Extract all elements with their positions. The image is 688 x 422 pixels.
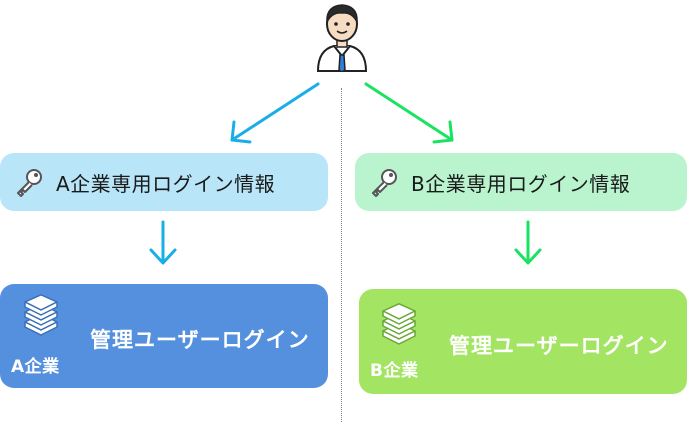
company-a-login-info-box: A企業専用ログイン情報 (0, 153, 328, 211)
arrow-to-company-a (230, 82, 320, 144)
database-stack-icon (381, 303, 417, 345)
company-a-label: A企業 (11, 357, 60, 377)
key-icon (14, 167, 44, 197)
database-stack-icon (23, 294, 59, 336)
person-icon (312, 0, 372, 72)
arrow-down-company-a (149, 220, 177, 265)
company-b-label: B企業 (370, 361, 419, 381)
company-b-login-info-box: B企業専用ログイン情報 (355, 153, 687, 211)
company-a-admin-login-label: 管理ユーザーログイン (90, 328, 310, 352)
company-b-admin-login-box: B企業 管理ユーザーログイン (359, 289, 687, 394)
arrow-to-company-b (364, 82, 454, 144)
company-b-login-info-label: B企業専用ログイン情報 (411, 171, 631, 196)
arrow-down-company-b (514, 220, 542, 265)
company-b-admin-login-label: 管理ユーザーログイン (449, 334, 669, 358)
company-a-login-info-label: A企業専用ログイン情報 (56, 171, 276, 196)
key-icon (369, 167, 399, 197)
company-a-admin-login-box: A企業 管理ユーザーログイン (0, 284, 328, 388)
center-divider (341, 88, 342, 422)
